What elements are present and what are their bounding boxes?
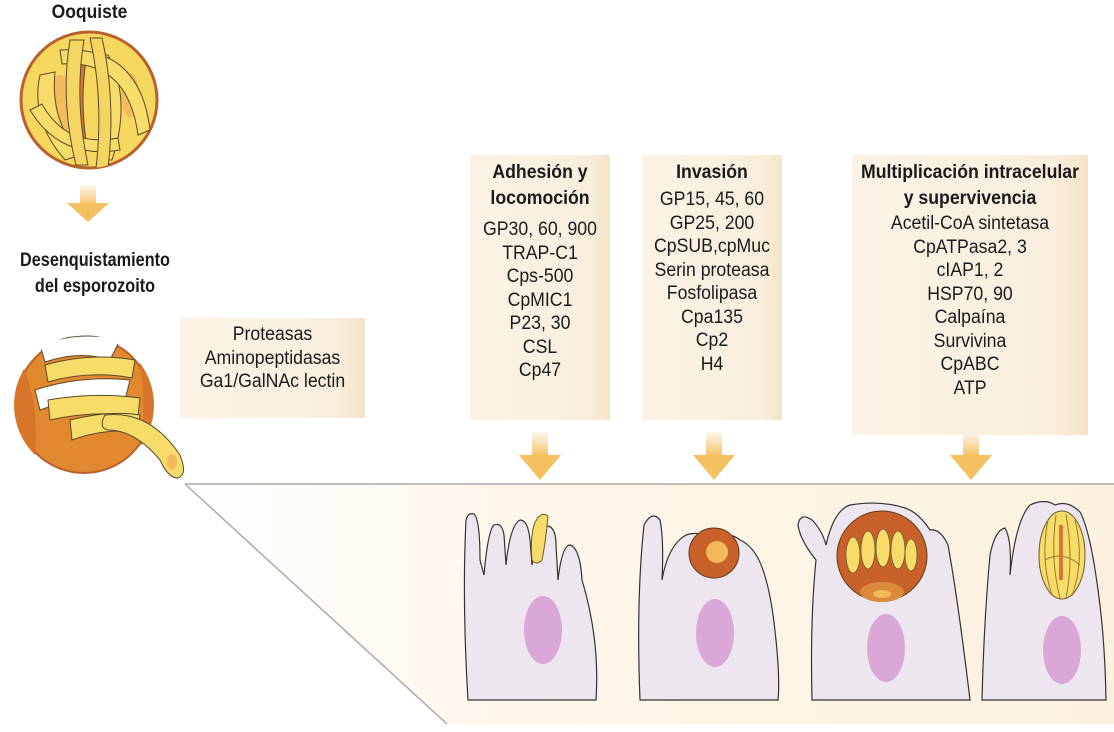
excystation-label: Desenquistamiento del esporozoito bbox=[8, 248, 183, 300]
down-arrow-1 bbox=[67, 185, 109, 222]
factor-item: Ga1/GalNAc lectin bbox=[199, 371, 346, 392]
box-item: Calpaína bbox=[934, 307, 1006, 328]
box-title: Adhesión y bbox=[492, 162, 588, 183]
box-item: GP15, 45, 60 bbox=[659, 189, 765, 210]
nucleus-1 bbox=[524, 596, 562, 664]
nucleus-2 bbox=[696, 599, 734, 667]
box-item: Cp47 bbox=[518, 360, 562, 381]
box-item: CpSUB,cpMuc bbox=[654, 236, 770, 257]
box-item: Survivina bbox=[933, 330, 1007, 352]
box-item: P23, 30 bbox=[509, 313, 571, 334]
box-item: H4 bbox=[700, 353, 724, 375]
box-title: Invasión bbox=[676, 162, 748, 183]
box-item: Cpa135 bbox=[681, 306, 743, 328]
box-title: locomoción bbox=[490, 188, 590, 209]
excystation-label-line2: del esporozoito bbox=[34, 276, 156, 297]
oocyst-label: Ooquiste bbox=[51, 2, 128, 23]
excystation-factors-box: Proteasas Aminopeptidasas Ga1/GalNAc lec… bbox=[180, 318, 365, 418]
nucleus-3 bbox=[867, 614, 905, 682]
factor-item: Proteasas bbox=[232, 324, 313, 345]
box-item: ATP bbox=[953, 377, 987, 399]
box-item: Cps-500 bbox=[506, 266, 574, 287]
box-item: Serin proteasa bbox=[654, 259, 770, 281]
box-item: GP25, 200 bbox=[669, 212, 755, 234]
down-arrow-adhesion bbox=[519, 432, 561, 480]
excystation-illustration bbox=[14, 335, 184, 479]
multiplication-box: Multiplicación intracelular y superviven… bbox=[852, 155, 1088, 435]
down-arrow-invasion bbox=[693, 432, 735, 480]
factor-item: Aminopeptidasas bbox=[204, 347, 341, 369]
box-item: Acetil-CoA sintetasa bbox=[890, 213, 1050, 234]
box-item: GP30, 60, 900 bbox=[483, 219, 597, 240]
invasion-box: Invasión GP15, 45, 60 GP25, 200 CpSUB,cp… bbox=[642, 155, 782, 420]
box-item: Fosfolipasa bbox=[666, 283, 758, 304]
box-item: CpABC bbox=[940, 354, 1000, 375]
box-item: CpATPasa2, 3 bbox=[913, 236, 1027, 258]
box-item: CpMIC1 bbox=[507, 289, 573, 311]
excystation-label-line1: Desenquistamiento bbox=[20, 250, 170, 271]
nucleus-4 bbox=[1043, 616, 1081, 684]
box-item: HSP70, 90 bbox=[927, 283, 1013, 305]
box-title: Multiplicación intracelular bbox=[861, 162, 1079, 183]
oocyst-illustration bbox=[19, 30, 159, 170]
sporozoite-attached bbox=[530, 513, 549, 564]
down-arrow-multiplication bbox=[950, 432, 992, 480]
box-item: Cp2 bbox=[695, 330, 729, 351]
box-title: y supervivencia bbox=[903, 188, 1037, 209]
box-item: CSL bbox=[522, 336, 558, 358]
box-item: TRAP-C1 bbox=[502, 242, 578, 264]
adhesion-box: Adhesión y locomoción GP30, 60, 900 TRAP… bbox=[470, 155, 610, 420]
box-item: cIAP1, 2 bbox=[936, 260, 1004, 281]
